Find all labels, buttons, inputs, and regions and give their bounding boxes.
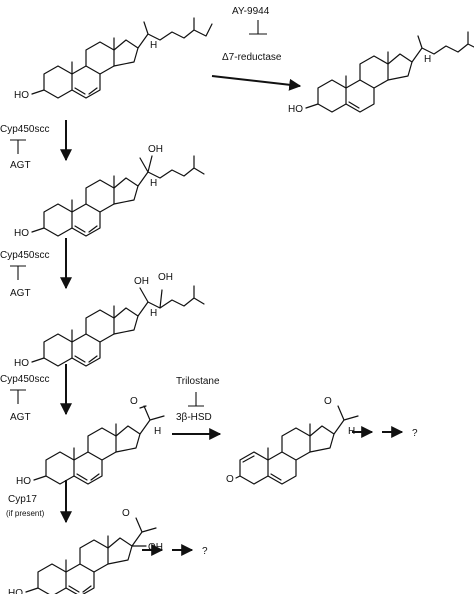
inhibition-mark-trilostane <box>188 392 204 407</box>
h-label: H <box>424 54 431 65</box>
label-agt-3: AGT <box>10 412 31 423</box>
h-label: H <box>150 308 157 319</box>
o-label: O <box>130 396 138 407</box>
label-cyp450scc-2: Cyp450scc <box>0 250 49 261</box>
o-label: O <box>122 508 130 519</box>
molecule-7-dehydroprogesterone: O H O <box>226 396 359 485</box>
ho-label: HO <box>14 228 29 239</box>
o-label: O <box>324 396 332 407</box>
molecule-cholesterol: H HO <box>288 31 474 115</box>
molecule-7-dehydropregnenolone: O H HO <box>16 396 165 487</box>
h-label: H <box>348 426 355 437</box>
oh-label: OH <box>148 144 163 155</box>
label-trilostane: Trilostane <box>176 376 220 387</box>
inhibition-mark-ay9944 <box>249 20 267 35</box>
molecule-20-22-dihydroxy-7dhc: H OH OH HO <box>14 272 205 369</box>
h-label: H <box>154 426 161 437</box>
unknown-product-1: ? <box>412 428 418 439</box>
label-ay9944: AY-9944 <box>232 6 270 17</box>
h-label: H <box>150 40 157 51</box>
inhibition-mark-agt-1 <box>10 139 26 154</box>
label-agt-1: AGT <box>10 160 31 171</box>
molecule-7-dehydrocholesterol: H HO <box>14 17 213 101</box>
label-d7-reductase: Δ7-reductase <box>222 52 282 63</box>
label-3b-hsd: 3β-HSD <box>176 412 212 423</box>
oh-label-22: OH <box>158 272 173 283</box>
ho-label: HO <box>14 358 29 369</box>
ho-label: HO <box>8 588 23 594</box>
oh-label-17: OH <box>148 542 163 553</box>
ho-label: HO <box>14 90 29 101</box>
label-cyp450scc-1: Cyp450scc <box>0 124 49 135</box>
o-label-3: O <box>226 474 234 485</box>
arrow-reduction <box>211 75 302 91</box>
oh-label-20: OH <box>134 276 149 287</box>
h-label: H <box>150 178 157 189</box>
ho-label: HO <box>16 476 31 487</box>
label-cyp17: Cyp17 <box>8 494 37 505</box>
inhibition-mark-agt-3 <box>10 389 26 404</box>
ho-label: HO <box>288 104 303 115</box>
molecule-22-hydroxy-7dhc: H OH HO <box>14 144 205 239</box>
label-if-present: (if present) <box>6 509 45 518</box>
unknown-product-2: ? <box>202 546 208 557</box>
inhibition-mark-agt-2 <box>10 265 26 280</box>
molecule-17-hydroxy-7dhp: O OH HO <box>8 508 163 594</box>
label-cyp450scc-3: Cyp450scc <box>0 374 49 385</box>
label-agt-2: AGT <box>10 288 31 299</box>
